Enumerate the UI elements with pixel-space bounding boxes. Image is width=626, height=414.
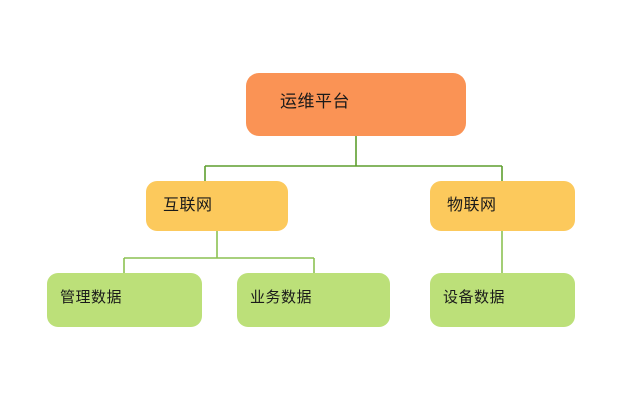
- node-iot[interactable]: 物联网: [430, 181, 575, 231]
- node-manage-data-label: 管理数据: [60, 288, 123, 306]
- node-iot-label: 物联网: [447, 195, 497, 214]
- node-manage-data[interactable]: 管理数据: [47, 273, 202, 327]
- node-root-label: 运维平台: [280, 92, 350, 112]
- node-internet[interactable]: 互联网: [146, 181, 288, 231]
- node-business-data[interactable]: 业务数据: [237, 273, 390, 327]
- node-device-data-label: 设备数据: [443, 288, 506, 306]
- node-internet-label: 互联网: [163, 195, 213, 214]
- edge-group-internet: [123, 231, 315, 273]
- node-root[interactable]: 运维平台: [246, 73, 466, 136]
- node-device-data[interactable]: 设备数据: [430, 273, 575, 327]
- edge-group-root: [204, 136, 503, 181]
- node-business-data-label: 业务数据: [250, 288, 313, 306]
